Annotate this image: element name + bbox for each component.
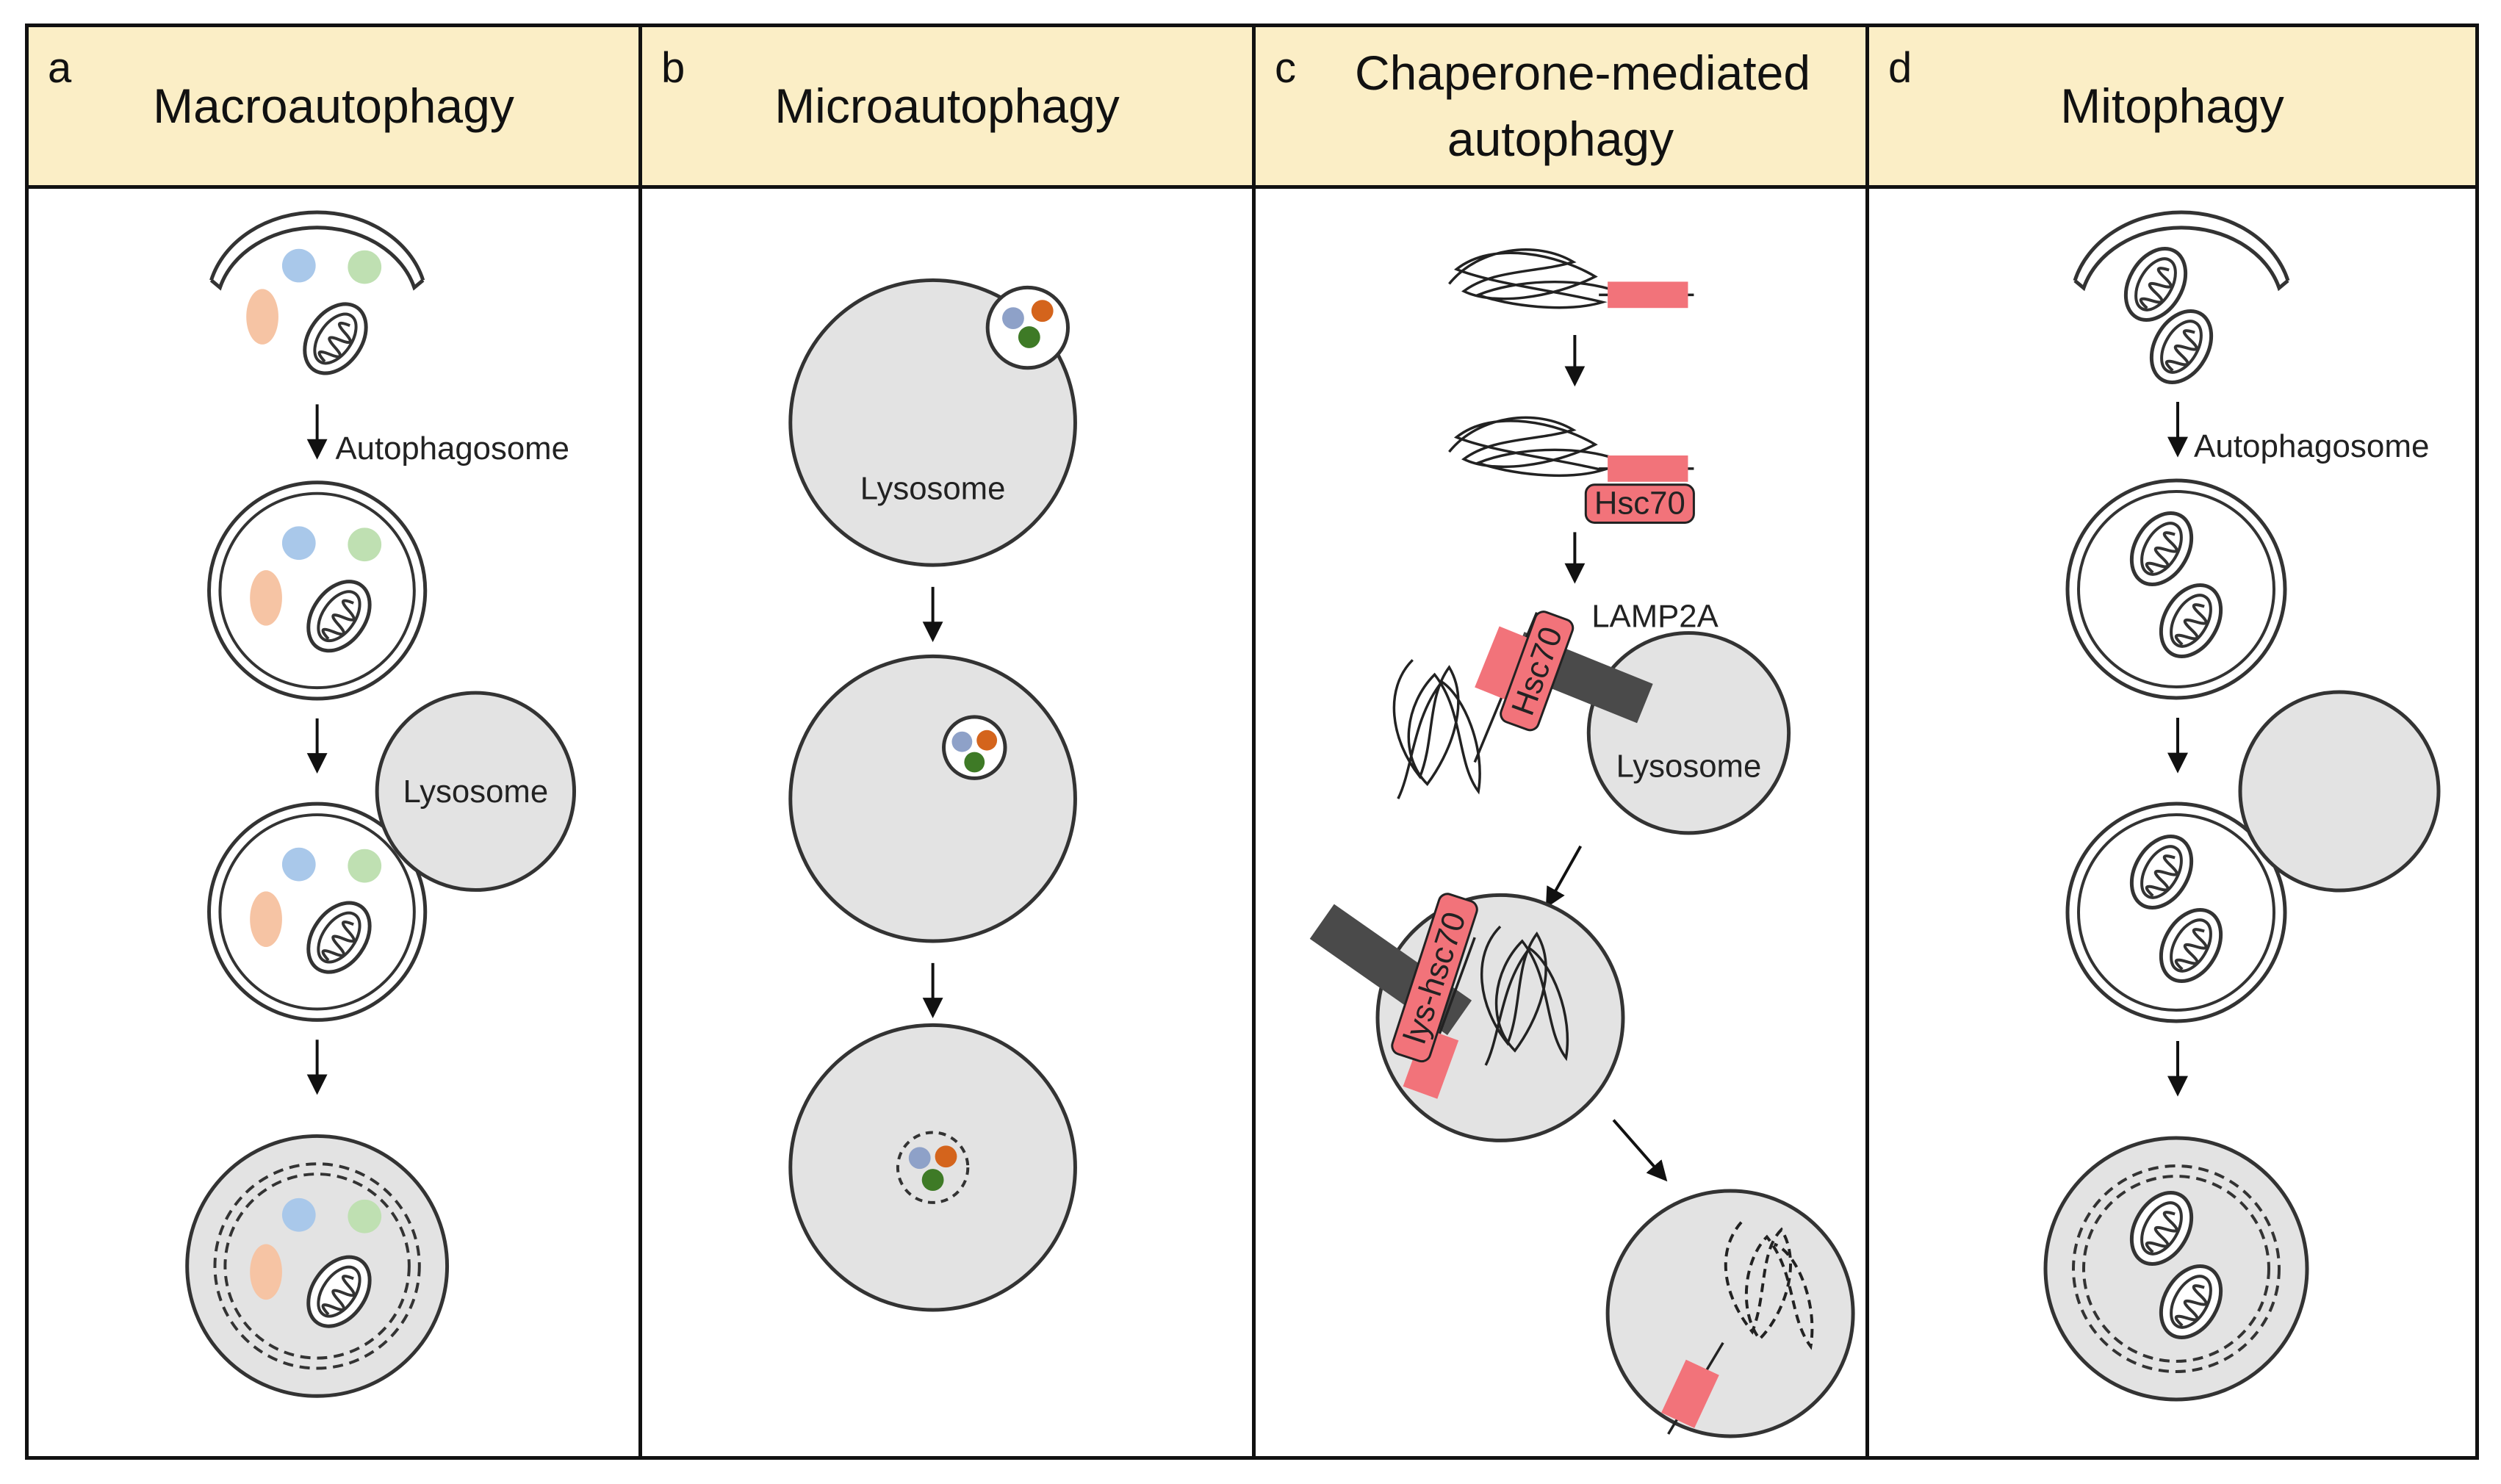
autophagosome-label: Autophagosome xyxy=(2194,428,2429,464)
degraded-protein xyxy=(1724,1221,1814,1350)
autophagosome-inner xyxy=(2077,813,2275,1012)
panel-a-diagram: Autophagosome Lysosome xyxy=(185,210,577,1398)
panel-d-diagram: Autophagosome xyxy=(2043,210,2441,1402)
tangled-protein-icon xyxy=(1392,658,1481,800)
blue-cargo xyxy=(281,526,316,561)
panel-b-letter: b xyxy=(661,44,685,92)
panel-d-header: d Mitophagy xyxy=(1869,27,2475,189)
panel-d-letter: d xyxy=(1888,44,1912,92)
lysosome xyxy=(1586,631,1791,835)
kferq-motif xyxy=(1475,626,1533,702)
lysosome xyxy=(2238,690,2441,893)
degrading-membrane-outer xyxy=(213,1162,421,1370)
lysosome xyxy=(375,691,577,892)
lysosome xyxy=(1605,1189,1855,1438)
hsc70-label: Hsc70 xyxy=(1594,486,1685,522)
panel-c-title: Chaperone-mediated autophagy xyxy=(1256,27,1865,185)
panel-a-body: Autophagosome Lysosome xyxy=(29,189,642,1456)
arrow-icon xyxy=(1612,1119,1668,1182)
kferq-motif xyxy=(1403,1028,1459,1099)
lysosome-label: Lysosome xyxy=(860,471,1006,507)
autophagosome-inner xyxy=(218,813,416,1011)
tangled-protein-icon xyxy=(1447,248,1619,309)
green-cargo xyxy=(348,849,382,883)
panel-b-body: Lysosome xyxy=(642,189,1256,1456)
kferq-motif xyxy=(1608,281,1688,309)
lysosome-label: Lysosome xyxy=(1616,748,1762,784)
phagophore-arc xyxy=(2073,210,2290,281)
green-cargo xyxy=(348,250,382,284)
lysosome xyxy=(788,1023,1077,1312)
degrading-vesicle xyxy=(896,1131,970,1204)
panel-b-title: Microautophagy xyxy=(774,78,1120,133)
orange-cargo xyxy=(246,289,278,345)
panel-c-title-line1: Chaperone-mediated xyxy=(1354,46,1811,101)
kferq-motif xyxy=(1608,455,1688,482)
panel-a-header: a Macroautophagy xyxy=(29,27,642,189)
blue-cargo xyxy=(281,847,316,882)
panel-c-letter: c xyxy=(1275,44,1296,92)
hsc70-chaperone xyxy=(1584,483,1695,524)
lysosome xyxy=(788,654,1077,943)
green-cargo xyxy=(348,527,382,562)
orange-cargo xyxy=(250,1244,282,1300)
green-cargo xyxy=(348,1199,382,1233)
panel-c-body: Hsc70 LAMP2A Lysosome Hsc70 lys-hsc70 xyxy=(1256,189,1869,1456)
kferq-motif xyxy=(1661,1359,1719,1428)
arrow-icon xyxy=(1545,845,1583,909)
degrading-membrane-inner xyxy=(2082,1175,2270,1363)
tangled-protein-icon xyxy=(1447,416,1619,478)
degrading-membrane-outer xyxy=(2072,1164,2281,1373)
panel-b-header: b Microautophagy xyxy=(642,27,1256,189)
panel-a-title: Macroautophagy xyxy=(153,78,514,133)
panel-c-diagram: Hsc70 LAMP2A Lysosome Hsc70 lys-hsc70 xyxy=(1309,248,1855,1438)
phagophore-arc xyxy=(209,210,425,281)
panel-c-title-line2: autophagy xyxy=(1447,111,1674,166)
degrading-membrane-inner xyxy=(223,1173,411,1360)
panel-d-title: Mitophagy xyxy=(2060,78,2284,133)
lamp2a-label: LAMP2A xyxy=(1591,599,1719,635)
mitochondrion-icon xyxy=(292,292,379,385)
panel-a-letter: a xyxy=(48,44,72,92)
lysosome-label: Lysosome xyxy=(403,774,549,810)
blue-cargo xyxy=(281,248,316,283)
blue-cargo xyxy=(281,1197,316,1232)
orange-cargo xyxy=(250,570,282,626)
panel-d-body: Autophagosome xyxy=(1869,189,2475,1456)
autophagosome-inner xyxy=(218,491,416,690)
panel-c-header: c Chaperone-mediated autophagy xyxy=(1256,27,1869,189)
autophagy-figure: a Macroautophagy b Microautophagy c Chap… xyxy=(25,24,2479,1460)
panel-b-diagram: Lysosome xyxy=(788,278,1077,1312)
autophagosome-label: Autophagosome xyxy=(335,431,569,467)
autophagosome-inner xyxy=(2077,490,2275,688)
orange-cargo xyxy=(250,891,282,947)
